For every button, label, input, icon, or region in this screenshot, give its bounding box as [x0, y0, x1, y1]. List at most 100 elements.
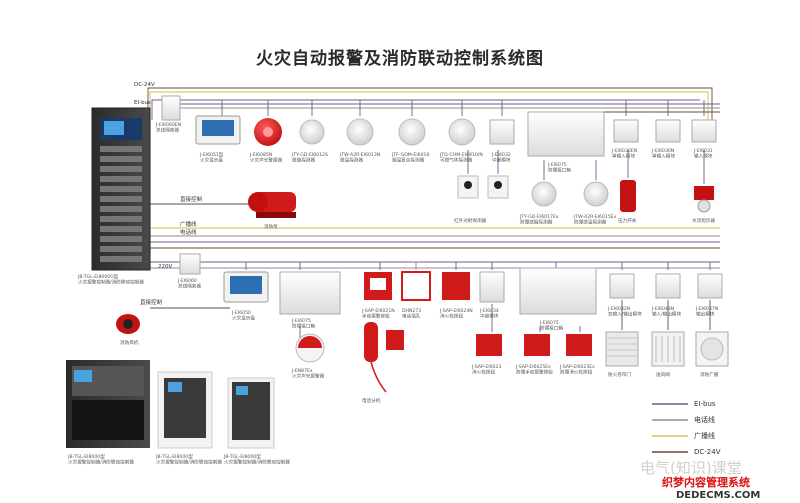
- flow-indicator-icon: [694, 186, 714, 213]
- bus-label-direct-1: 直接控制: [180, 195, 203, 203]
- bus-label-220v: 220V: [158, 264, 172, 270]
- watermark-bg: [652, 474, 798, 502]
- lower-label-vent: 送风阀: [656, 371, 670, 378]
- smoke-ex-icon: [531, 181, 557, 207]
- main-cabinet: [91, 107, 151, 271]
- bus-label-ei-bus: EI-bus: [134, 100, 151, 106]
- manual-ex-2-icon: [566, 334, 592, 356]
- mid-label-fire-pump: 消防泵: [264, 223, 278, 230]
- diagram-title: 火灾自动报警及消防联动控制系统图: [256, 48, 544, 69]
- bus-label-direct-2: 直接控制: [140, 298, 163, 306]
- main-cabinet-label: JB-TGL-EI8000G型火灾报警控制器/消防联动控制器: [77, 273, 144, 285]
- top-label-0: J-EI6051型火灾显示盘: [199, 151, 224, 163]
- bus-label-broadcast: 广播线: [180, 220, 197, 228]
- cabinet-3-label: JB-TGL-EI8000型火灾报警控制器/消防联动控制器: [223, 453, 290, 465]
- input-module-3-icon: [691, 119, 717, 143]
- fire-box-2-icon: [279, 271, 341, 315]
- cabinet-1: [66, 360, 150, 448]
- smoke-detector-1-icon: [299, 119, 325, 145]
- manual-ex-1-icon: [524, 334, 550, 356]
- lower-label-fan: 消防风机: [120, 339, 139, 346]
- input-module-1-icon: [613, 119, 639, 143]
- gas-detector-icon: [448, 118, 476, 146]
- smoke-fan-icon: [116, 314, 140, 334]
- relay-module-2-icon: [479, 271, 505, 303]
- legend-label-3: DC-24V: [694, 448, 721, 456]
- io-module-3-icon: [697, 273, 723, 299]
- manual-call-window: [370, 278, 386, 290]
- hydrant-ex-icon: [476, 334, 502, 356]
- phone-handset-icon: [364, 322, 404, 393]
- legend-label-1: 电话线: [694, 415, 715, 424]
- input-module-2-icon: [655, 119, 681, 143]
- repeater-panel-1: [195, 115, 241, 145]
- alarm-light-lens: [263, 127, 273, 137]
- io-module-2-icon: [655, 273, 681, 299]
- mid-label-flow: 水流指示器: [692, 217, 715, 224]
- fire-box-3-icon: [519, 267, 597, 315]
- phone-socket-icon: [401, 271, 431, 301]
- watermark-site-en: DEDECMS.COM: [676, 490, 760, 501]
- legend: EI-bus 电话线 广播线 DC-24V: [652, 400, 721, 456]
- hydrant-button-icon: [442, 272, 470, 300]
- bus-label-phone: 电话线: [180, 228, 197, 236]
- speaker-icon: [695, 331, 729, 367]
- legend-label-0: EI-bus: [694, 400, 716, 408]
- relay-module-1-icon: [489, 119, 515, 145]
- fire-box-1-icon: [527, 111, 605, 157]
- bus-isolator-top: [161, 95, 181, 121]
- heat-ex-icon: [583, 181, 609, 207]
- lower-label-phone: 电话分机: [362, 397, 381, 404]
- repeater-panel-2: [223, 271, 269, 303]
- watermark-site-cn: 织梦内容管理系统: [662, 475, 750, 489]
- pressure-switch-icon: [620, 180, 636, 212]
- lower-label-speaker: 消防广播: [700, 371, 719, 378]
- ir-beam-lens-1: [464, 181, 472, 189]
- io-module-1-icon: [609, 273, 635, 299]
- heat-detector-1-icon: [346, 118, 374, 146]
- cabinet-3: [227, 377, 275, 449]
- watermark-cn: 电气(知识)课堂: [640, 459, 742, 477]
- bus-label-dc24v: DC-24V: [134, 82, 155, 88]
- bus-isolator-mid: [179, 253, 201, 275]
- combo-detector-1-icon: [398, 118, 426, 146]
- fire-shutter-icon: [605, 331, 639, 367]
- cabinet-1-label: JB-TGL-EI8000型火灾报警控制器/消防联动控制器: [67, 453, 134, 465]
- fire-pump-icon: [248, 192, 296, 218]
- cabinet-2: [157, 371, 213, 449]
- cabinet-2-label: JB-TGL-EI8000型火灾报警控制器/消防联动控制器: [155, 453, 222, 465]
- air-vent-icon: [651, 331, 685, 367]
- bus-lines-bottom: [150, 203, 720, 340]
- lower-label-shutter: 防火卷帘门: [608, 371, 631, 378]
- mid-label-ir: 红外对射探测器: [454, 217, 487, 224]
